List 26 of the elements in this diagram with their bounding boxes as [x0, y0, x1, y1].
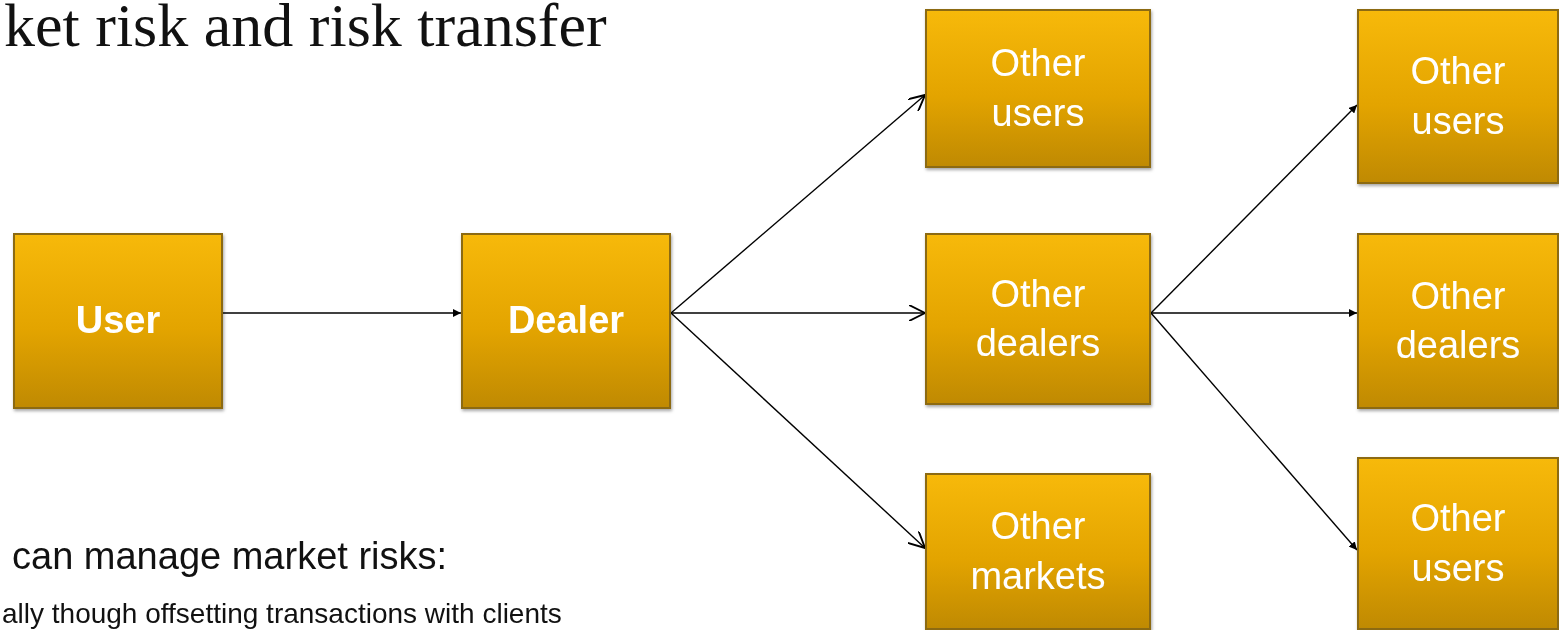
arrow — [222, 309, 462, 317]
arrow — [1150, 312, 1358, 551]
arrow — [1150, 309, 1358, 317]
process-box — [461, 233, 671, 409]
process-box — [1357, 457, 1559, 630]
process-box — [13, 233, 223, 409]
bullet-text: ally though offsetting transactions with clients — [2, 598, 562, 630]
box-label: Dealer — [507, 298, 625, 344]
process-box — [925, 233, 1151, 405]
bullet-text: can manage market risks: — [12, 535, 448, 578]
box-label: Other dealers — [1394, 273, 1522, 368]
slide-title: ket risk and risk transfer — [4, 0, 607, 56]
arrow — [1150, 104, 1358, 314]
box-label: Other users — [1409, 496, 1507, 591]
arrow — [670, 304, 926, 322]
box-label: Other markets — [969, 504, 1107, 599]
process-box — [1357, 9, 1559, 184]
process-box — [1357, 233, 1559, 409]
process-box — [925, 473, 1151, 630]
process-box — [925, 9, 1151, 168]
arrow — [670, 312, 926, 549]
box-label: Other users — [1409, 49, 1507, 144]
box-label: User — [75, 298, 161, 344]
box-label: Other users — [989, 41, 1087, 136]
box-label: Other dealers — [974, 271, 1102, 366]
arrow — [670, 94, 926, 314]
